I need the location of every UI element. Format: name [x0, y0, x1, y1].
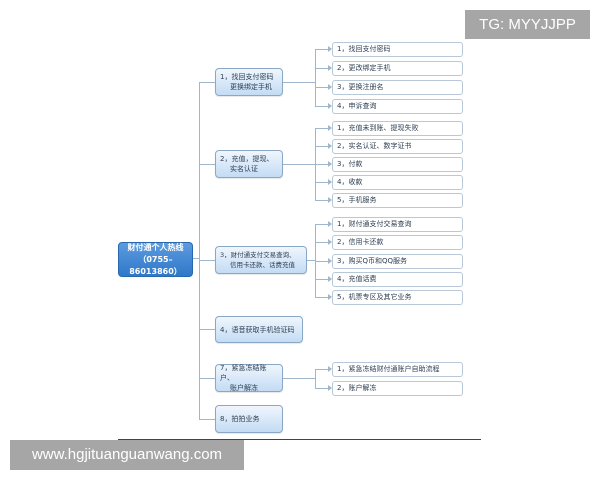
- branch-label: 1，找回支付密码: [220, 73, 274, 81]
- root-node: 财付通个人热线 （0755–86013860）: [118, 242, 193, 277]
- branch-node-2: 2，充值，提现、实名认证: [215, 150, 283, 178]
- arrow-icon: [328, 366, 332, 372]
- arrow-icon: [328, 239, 332, 245]
- connector: [199, 329, 215, 330]
- arrow-icon: [328, 84, 332, 90]
- connector: [283, 82, 315, 83]
- branch-label: 4，语音获取手机验证码: [220, 325, 295, 334]
- branch-label: 信用卡还款、话费充值: [230, 261, 295, 269]
- leaf-node: 2，实名认证、数字证书: [332, 139, 463, 154]
- connector: [199, 164, 215, 165]
- leaf-node: 2，账户解冻: [332, 381, 463, 396]
- leaf-node: 3，更换注册名: [332, 80, 463, 95]
- arrow-icon: [328, 179, 332, 185]
- leaf-node: 4，申诉查询: [332, 99, 463, 114]
- watermark-tg: TG: MYYJJPP: [465, 10, 590, 39]
- branch-label: 2，充值，提现、: [220, 155, 274, 163]
- connector: [315, 87, 329, 88]
- connector: [315, 182, 329, 183]
- connector: [315, 369, 316, 388]
- arrow-icon: [328, 65, 332, 71]
- branch-label: 更换绑定手机: [230, 83, 272, 91]
- branch-node-4: 4，语音获取手机验证码: [215, 316, 303, 343]
- watermark-url: www.hgjituanguanwang.com: [10, 440, 244, 470]
- connector: [315, 388, 329, 389]
- connector: [315, 261, 329, 262]
- root-title: 财付通个人热线: [127, 242, 184, 252]
- leaf-node: 2，信用卡还款: [332, 235, 463, 250]
- branch-node-1: 1，找回支付密码更换绑定手机: [215, 68, 283, 96]
- leaf-node: 5，机票专区及其它业务: [332, 290, 463, 305]
- connector: [315, 279, 329, 280]
- branch-label: 账户解冻: [230, 384, 258, 392]
- branch-label: 实名认证: [230, 165, 258, 173]
- leaf-node: 1，充值未到账、提现失败: [332, 121, 463, 136]
- leaf-node: 3，付款: [332, 157, 463, 172]
- connector: [315, 224, 329, 225]
- trunk-line: [199, 82, 200, 420]
- connector: [199, 260, 215, 261]
- connector: [315, 106, 329, 107]
- arrow-icon: [328, 258, 332, 264]
- branch-label: 7，紧急冻结账户、: [220, 364, 267, 382]
- branch-label: 8，拍拍业务: [220, 415, 260, 423]
- connector: [315, 200, 329, 201]
- connector: [315, 49, 329, 50]
- branch-node-8: 8，拍拍业务: [215, 405, 283, 433]
- leaf-node: 4，收款: [332, 175, 463, 190]
- root-phone: （0755–86013860）: [129, 254, 182, 276]
- arrow-icon: [328, 221, 332, 227]
- leaf-node: 1，财付通支付交易查询: [332, 217, 463, 232]
- arrow-icon: [328, 294, 332, 300]
- divider: [118, 439, 481, 440]
- connector: [315, 68, 329, 69]
- arrow-icon: [328, 125, 332, 131]
- arrow-icon: [328, 143, 332, 149]
- connector: [199, 82, 215, 83]
- arrow-icon: [328, 103, 332, 109]
- leaf-node: 2，更改绑定手机: [332, 61, 463, 76]
- connector: [315, 49, 316, 106]
- connector: [315, 164, 329, 165]
- branch-node-3: 3，财付通支付交易查询、信用卡还款、话费充值: [215, 246, 307, 274]
- leaf-node: 3，购买Q币和QQ服务: [332, 254, 463, 269]
- leaf-node: 4，充值话费: [332, 272, 463, 287]
- connector: [191, 258, 199, 259]
- connector: [199, 419, 215, 420]
- branch-node-7: 7，紧急冻结账户、账户解冻: [215, 364, 283, 392]
- branch-label: 3，财付通支付交易查询、: [220, 251, 296, 259]
- connector: [283, 378, 315, 379]
- connector: [315, 297, 329, 298]
- arrow-icon: [328, 161, 332, 167]
- arrow-icon: [328, 385, 332, 391]
- arrow-icon: [328, 197, 332, 203]
- connector: [315, 369, 329, 370]
- leaf-node: 5，手机服务: [332, 193, 463, 208]
- arrow-icon: [328, 46, 332, 52]
- connector: [315, 242, 329, 243]
- arrow-icon: [328, 276, 332, 282]
- leaf-node: 1，紧急冻结财付通账户自助流程: [332, 362, 463, 377]
- connector: [283, 164, 315, 165]
- connector: [315, 128, 329, 129]
- connector: [199, 378, 215, 379]
- connector: [315, 146, 329, 147]
- leaf-node: 1，找回支付密码: [332, 42, 463, 57]
